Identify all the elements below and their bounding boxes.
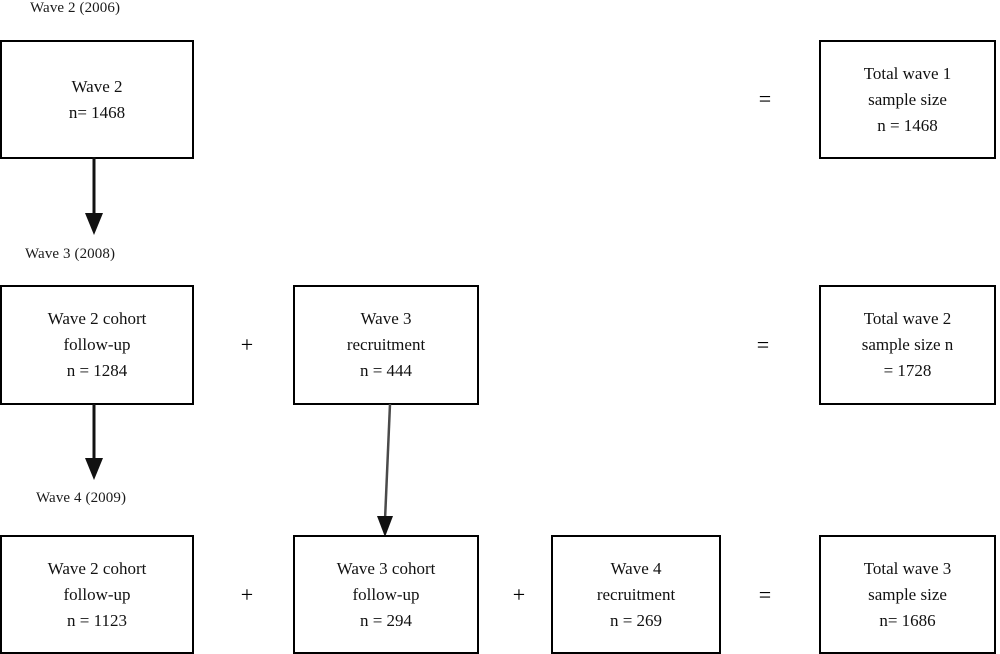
node-line: n = 1123: [67, 610, 127, 630]
node-line: follow-up: [352, 584, 420, 604]
node-line: n = 444: [359, 361, 413, 380]
node-line: n = 294: [359, 610, 413, 630]
node-line: recruitment: [346, 335, 426, 354]
node-wave2-cohort-followup-box: Wave 2 cohort follow-up n = 1284: [0, 285, 194, 405]
node-line: Wave 2: [71, 76, 123, 96]
operator-equals-row3: =: [758, 582, 772, 607]
node-wave2-cohort-followup-box-2: Wave 2 cohort follow-up n = 1123: [0, 535, 194, 654]
node-line: = 1728: [883, 361, 932, 380]
node-line: sample size: [868, 584, 947, 604]
node-line: n= 1468: [68, 102, 126, 122]
operator-equals-row1: =: [758, 86, 772, 111]
node-line: Wave 2 cohort: [47, 309, 147, 328]
wave-label-wave3-2008: Wave 3 (2008): [25, 246, 116, 262]
node-line: n= 1686: [879, 610, 936, 630]
node-wave3-cohort-followup-box: Wave 3 cohort follow-up n = 294: [293, 535, 479, 654]
node-total-wave2-box: Total wave 2 sample size n = 1728: [819, 285, 996, 405]
node-line: n = 269: [609, 610, 663, 630]
node-line: follow-up: [63, 584, 131, 604]
operator-plus-row3-b: +: [512, 582, 526, 607]
node-line: sample size n: [861, 335, 954, 354]
node-line: n = 1284: [66, 361, 128, 380]
node-wave4-recruitment-box: Wave 4 recruitment n = 269: [551, 535, 721, 654]
operator-equals-row2: =: [756, 332, 770, 357]
node-line: Total wave 1: [863, 63, 952, 83]
node-line: n = 1468: [877, 115, 938, 135]
node-line: recruitment: [596, 584, 676, 604]
wave-label-wave4-2009: Wave 4 (2009): [36, 490, 127, 506]
node-line: Wave 4: [610, 558, 662, 578]
node-line: follow-up: [63, 335, 131, 354]
node-line: sample size: [868, 89, 947, 109]
connector-arrow-wave3recruitment-to-wave3cohort: [370, 403, 406, 538]
node-line: Total wave 3: [863, 558, 952, 578]
operator-plus-row3-a: +: [240, 582, 254, 607]
wave-label-wave2-2006: Wave 2 (2006): [30, 0, 121, 16]
operator-plus-row2: +: [240, 332, 254, 357]
node-total-wave3-box: Total wave 3 sample size n= 1686: [819, 535, 996, 654]
node-line: Wave 3: [360, 309, 412, 328]
node-total-wave1-box: Total wave 1 sample size n = 1468: [819, 40, 996, 159]
connector-arrow-wave2-to-wave2cohort: [80, 157, 110, 237]
node-line: Wave 2 cohort: [47, 558, 147, 578]
connector-arrow-wave2cohort-to-wave2cohort2: [80, 404, 110, 482]
node-wave2-box: Wave 2 n= 1468: [0, 40, 194, 159]
node-wave3-recruitment-box: Wave 3 recruitment n = 444: [293, 285, 479, 405]
node-line: Total wave 2: [863, 309, 952, 328]
node-line: Wave 3 cohort: [336, 558, 436, 578]
